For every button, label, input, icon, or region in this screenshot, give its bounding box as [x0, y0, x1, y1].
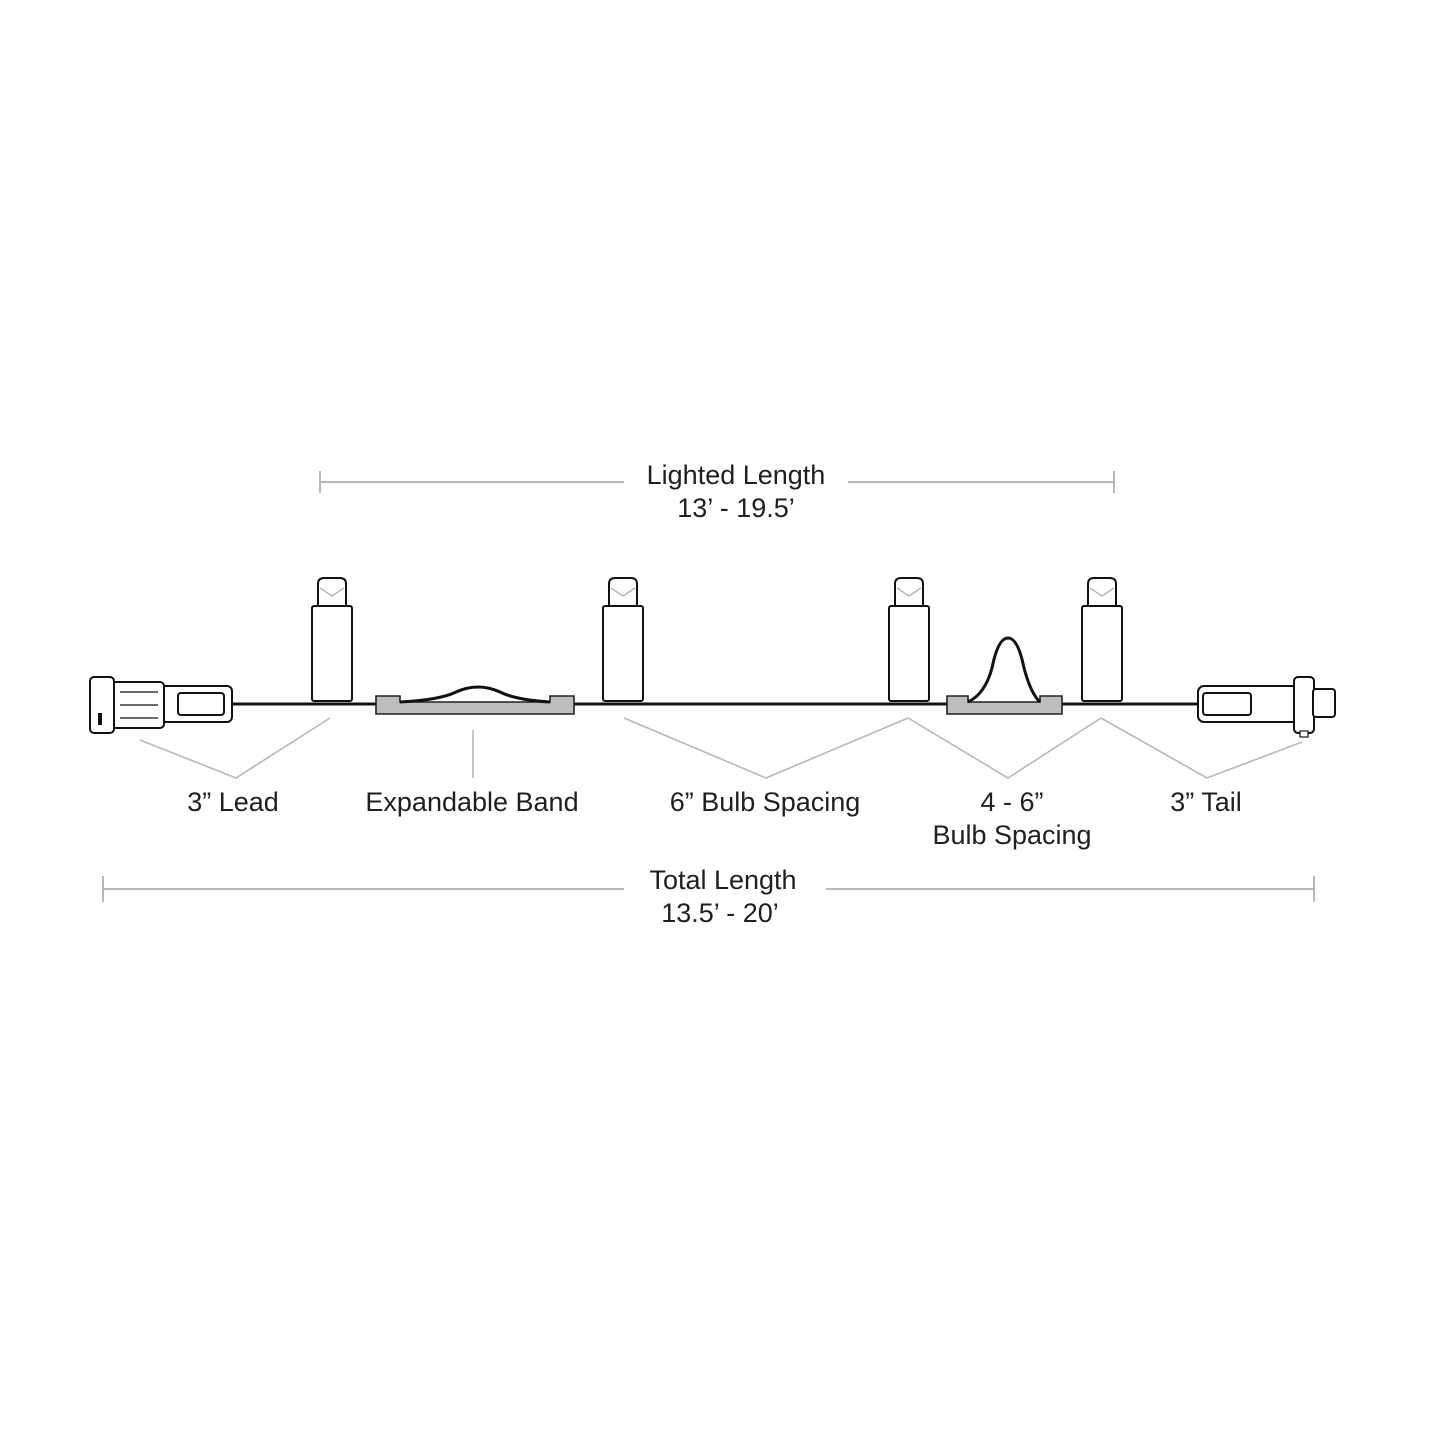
expandable-band-expanded: [946, 636, 1063, 715]
bulb-1: [311, 577, 353, 702]
expandable-band-label: Expandable Band: [365, 787, 578, 817]
lighted-length-label: Lighted Length: [647, 460, 826, 490]
spacing-4-6-callout-leader: [907, 717, 1102, 779]
expandable-band-relaxed: [375, 685, 575, 715]
bulb-3: [888, 577, 930, 702]
lead-callout-leader: [139, 717, 331, 779]
bulb-spacing-range-line1: 4 - 6”: [980, 787, 1043, 817]
total-length-label: Total Length: [649, 865, 796, 895]
tail-label: 3” Tail: [1170, 787, 1242, 817]
total-length-value: 13.5’ - 20’: [661, 898, 779, 928]
bulb-2: [602, 577, 644, 702]
lead-connector: [89, 676, 233, 734]
tail-connector: [1197, 676, 1336, 738]
bulb-4: [1081, 577, 1123, 702]
lead-label: 3” Lead: [187, 787, 279, 817]
spacing-6-callout-leader: [623, 717, 909, 779]
bulb-spacing-range-line2: Bulb Spacing: [932, 820, 1091, 850]
total-length-dimension: Total Length 13.5’ - 20’: [102, 865, 1315, 928]
lighted-length-dimension: Lighted Length 13’ - 19.5’: [319, 460, 1115, 523]
tail-callout-leader: [1100, 717, 1303, 779]
lighted-length-value: 13’ - 19.5’: [677, 493, 795, 523]
bulb-spacing-fixed-label: 6” Bulb Spacing: [670, 787, 861, 817]
